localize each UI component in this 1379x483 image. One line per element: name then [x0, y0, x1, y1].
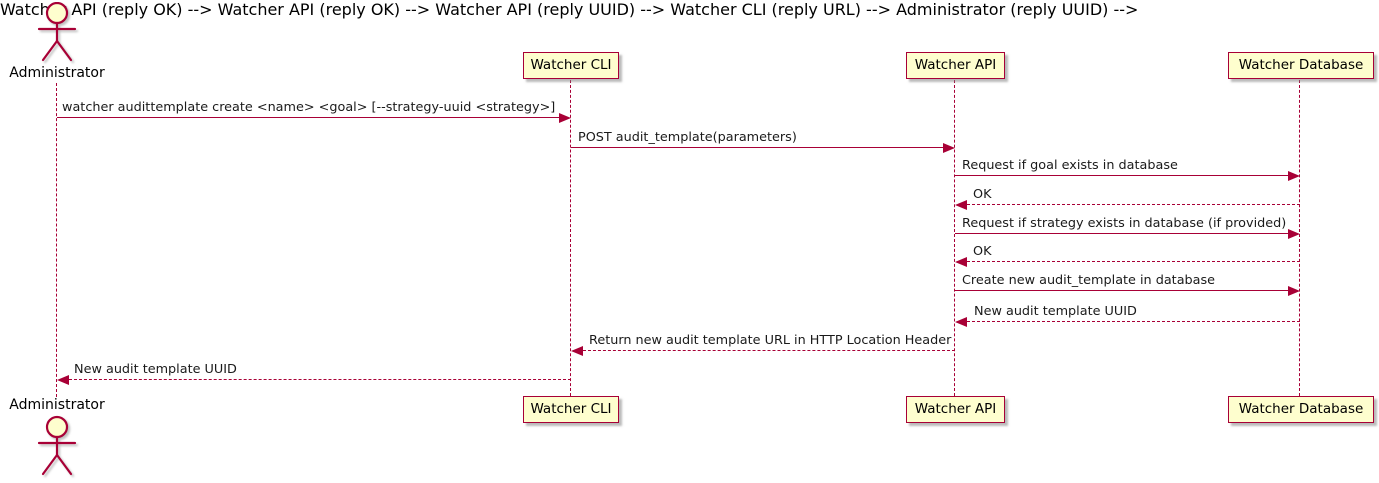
participant-box-watcher-api-top: Watcher API	[906, 52, 1005, 79]
lifeline-watcher-cli	[570, 80, 571, 396]
arrowhead-left-icon	[955, 257, 967, 267]
message-line-4	[967, 204, 1300, 205]
lifeline-administrator	[56, 83, 57, 397]
arrowhead-right-icon	[943, 143, 955, 153]
arrowhead-right-icon	[1288, 286, 1300, 296]
message-line-5	[955, 233, 1288, 234]
arrowhead-left-icon	[571, 346, 583, 356]
message-label-ok-goal: OK	[973, 187, 992, 202]
lifeline-watcher-api	[954, 80, 955, 396]
message-line-8	[967, 321, 1300, 322]
arrowhead-left-icon	[955, 200, 967, 210]
message-label-new-uuid-admin: New audit template UUID	[74, 362, 237, 377]
message-label-post-audit-template: POST audit_template(parameters)	[578, 130, 797, 145]
message-line-9	[583, 350, 955, 351]
message-label-request-goal-exists: Request if goal exists in database	[962, 158, 1178, 173]
arrowhead-right-icon	[559, 113, 571, 123]
arrowhead-right-icon	[1288, 229, 1300, 239]
message-label-create-audit-template-db: Create new audit_template in database	[962, 273, 1216, 288]
message-label-create-audittemplate: watcher audittemplate create <name> <goa…	[62, 100, 556, 115]
message-line-2	[571, 147, 943, 148]
message-label-return-url: Return new audit template URL in HTTP Lo…	[589, 333, 952, 348]
participant-box-watcher-cli-bottom: Watcher CLI	[523, 396, 619, 423]
arrowhead-right-icon	[1288, 171, 1300, 181]
message-label-ok-strategy: OK	[973, 244, 992, 259]
message-line-6	[967, 261, 1300, 262]
actor-icon-bottom	[37, 415, 77, 476]
message-line-7	[955, 290, 1288, 291]
message-line-10	[69, 379, 571, 380]
message-line-1	[57, 117, 559, 118]
message-label-new-uuid-db: New audit template UUID	[974, 304, 1137, 319]
message-label-request-strategy-exists: Request if strategy exists in database (…	[962, 216, 1287, 231]
participant-box-watcher-api-bottom: Watcher API	[906, 396, 1005, 423]
participant-box-watcher-database-top: Watcher Database	[1228, 52, 1374, 79]
message-line-3	[955, 175, 1288, 176]
actor-head	[45, 2, 69, 25]
arrowhead-left-icon	[57, 375, 69, 385]
arrowhead-left-icon	[955, 317, 967, 327]
participant-box-watcher-cli-top: Watcher CLI	[523, 52, 619, 79]
actor-label-bottom: Administrator	[9, 397, 105, 413]
actor-label-top: Administrator	[9, 65, 105, 81]
actor-head	[45, 415, 69, 439]
participant-box-watcher-database-bottom: Watcher Database	[1228, 396, 1374, 423]
actor-icon-top	[37, 2, 77, 62]
